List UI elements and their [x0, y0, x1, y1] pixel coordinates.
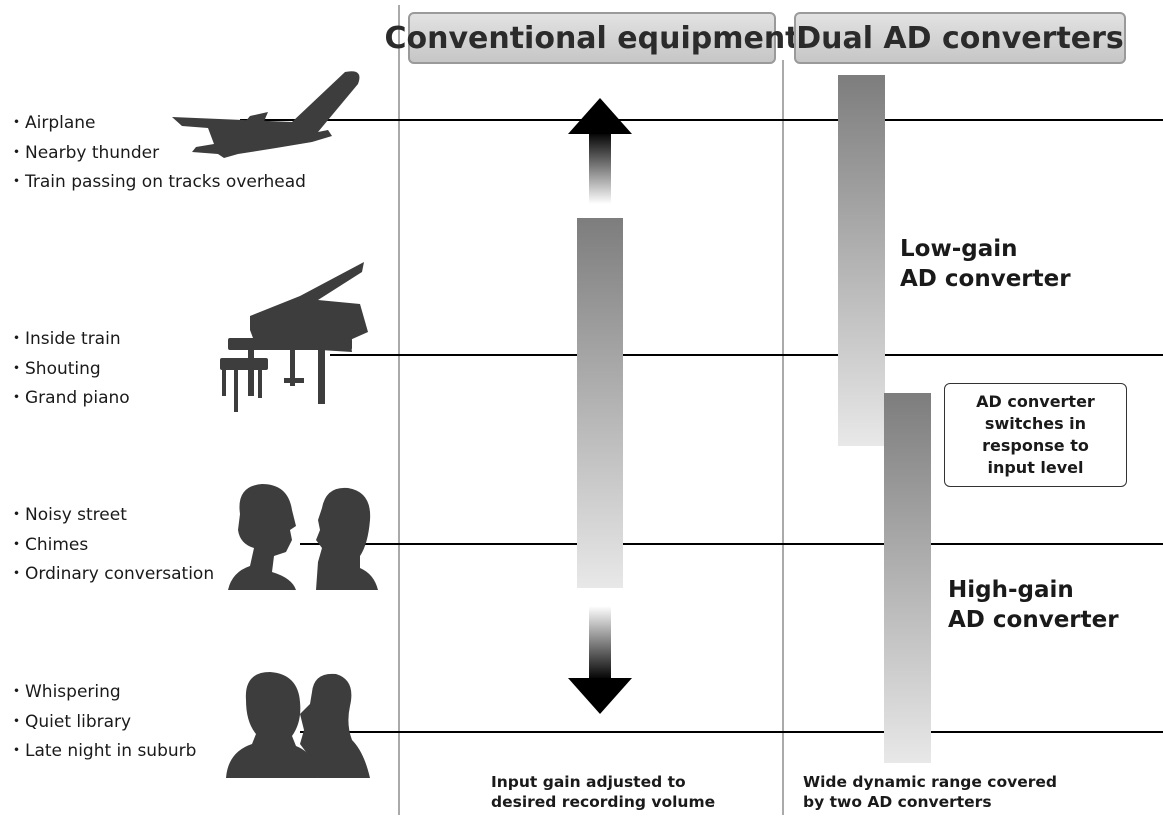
down-arrow: [568, 606, 632, 714]
conversation-silhouettes-icon: [228, 484, 378, 590]
converter-switch-note: AD converter switches in response to inp…: [944, 383, 1127, 487]
caption-conventional-line-2: desired recording volume: [491, 793, 716, 811]
list-item: Chimes: [8, 531, 214, 561]
caption-conventional-line-1: Input gain adjusted to: [491, 773, 686, 791]
low-gain-label: Low-gain AD converter: [900, 234, 1071, 294]
level-list-loud: Airplane Nearby thunder Train passing on…: [8, 109, 306, 198]
list-item: Quiet library: [8, 708, 196, 738]
grand-piano-icon: [220, 262, 368, 412]
high-gain-label-line-1: High-gain: [948, 577, 1074, 603]
whispering-silhouettes-icon: [226, 672, 370, 778]
high-gain-label-line-2: AD converter: [948, 607, 1119, 633]
switch-note-line-2: switches in: [984, 414, 1087, 433]
list-item: Noisy street: [8, 501, 214, 531]
switch-note-line-4: input level: [987, 458, 1084, 477]
header-conventional-label: Conventional equipment: [384, 20, 800, 56]
list-item: Nearby thunder: [8, 139, 306, 169]
level-list-quiet: Whispering Quiet library Late night in s…: [8, 678, 196, 767]
caption-conventional: Input gain adjusted to desired recording…: [491, 772, 715, 812]
caption-dual-line-2: by two AD converters: [803, 793, 992, 811]
caption-dual: Wide dynamic range covered by two AD con…: [803, 772, 1057, 812]
list-item: Late night in suburb: [8, 737, 196, 767]
level-list-high: Inside train Shouting Grand piano: [8, 325, 130, 414]
header-dual-ad-converters: Dual AD converters: [794, 12, 1126, 64]
high-gain-label: High-gain AD converter: [948, 575, 1119, 635]
low-gain-bar: [838, 75, 885, 446]
list-item: Whispering: [8, 678, 196, 708]
header-dual-label: Dual AD converters: [796, 20, 1124, 56]
switch-note-line-1: AD converter: [976, 392, 1095, 411]
header-conventional-equipment: Conventional equipment: [384, 12, 800, 64]
conventional-gain-bar: [577, 218, 623, 588]
list-item: Grand piano: [8, 384, 130, 414]
list-item: Train passing on tracks overhead: [8, 168, 306, 198]
switch-note-line-3: response to: [982, 436, 1089, 455]
caption-dual-line-1: Wide dynamic range covered: [803, 773, 1058, 791]
list-item: Inside train: [8, 325, 130, 355]
up-arrow: [568, 98, 632, 204]
list-item: Airplane: [8, 109, 306, 139]
low-gain-label-line-1: Low-gain: [900, 236, 1018, 262]
high-gain-bar: [884, 393, 931, 763]
list-item: Ordinary conversation: [8, 560, 214, 590]
level-list-medium: Noisy street Chimes Ordinary conversatio…: [8, 501, 214, 590]
list-item: Shouting: [8, 355, 130, 385]
low-gain-label-line-2: AD converter: [900, 266, 1071, 292]
